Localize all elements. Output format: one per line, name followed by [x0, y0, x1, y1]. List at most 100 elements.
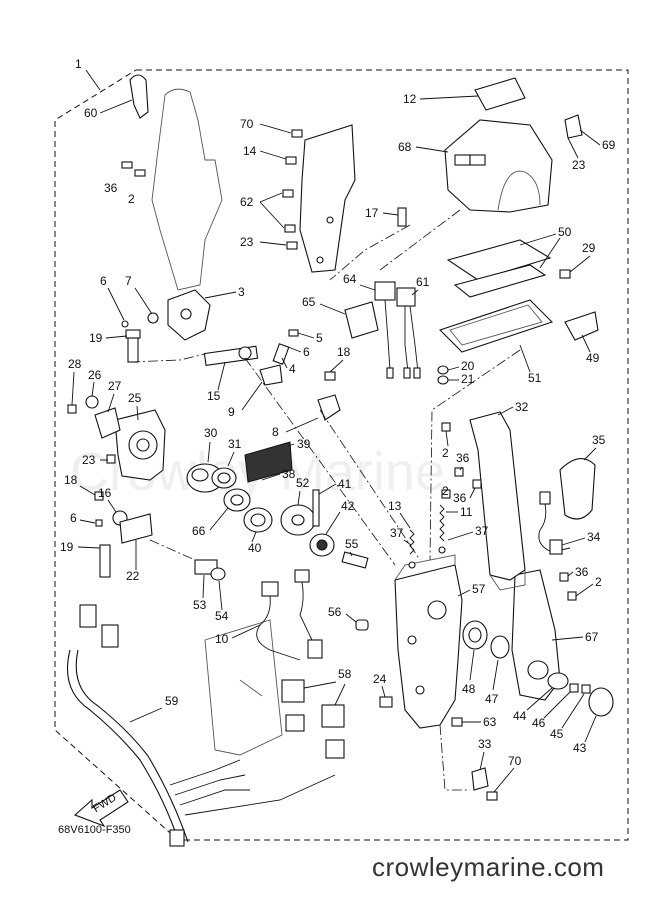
part-12-label	[474, 77, 526, 111]
part-9-cam	[259, 364, 283, 386]
part-7-washer	[147, 312, 159, 324]
part-61-switch	[396, 287, 421, 379]
callout-4: 4	[289, 362, 296, 376]
part-46-nut	[569, 683, 579, 693]
callout-36: 36	[104, 181, 118, 195]
callout-2b: 2	[442, 446, 449, 460]
housing-ghost-upper	[151, 88, 223, 291]
part-69-clip	[564, 114, 583, 139]
fwd-arrow-icon: FWD	[73, 789, 129, 828]
part-22-plate	[119, 513, 153, 544]
part-43-cap	[588, 687, 614, 717]
callout-57: 57	[472, 582, 486, 596]
callout-66: 66	[192, 524, 206, 538]
callout-36d: 36	[575, 565, 589, 579]
part-4-pin	[272, 329, 299, 365]
part-32-lever	[469, 411, 526, 591]
callout-62: 62	[240, 195, 254, 209]
callout-20: 20	[461, 359, 475, 373]
part-15-shaft	[203, 345, 259, 367]
part-41-pin	[312, 489, 320, 527]
part-20-21-fasteners	[437, 365, 449, 385]
center-line-1	[244, 357, 396, 566]
callout-22: 22	[126, 569, 140, 583]
callout-18b: 18	[64, 473, 78, 487]
callout-19b: 19	[60, 540, 74, 554]
center-line-2	[319, 409, 421, 561]
diagram-code: 68V6100-F350	[58, 824, 131, 836]
center-line-5	[429, 349, 521, 561]
callout-37: 37	[390, 526, 404, 540]
callout-24: 24	[373, 672, 387, 686]
part-29-screw	[559, 269, 571, 279]
part-45-screw	[581, 684, 591, 694]
part-28-screw	[67, 404, 77, 414]
part-48-bushing	[462, 620, 488, 650]
callout-32: 32	[515, 400, 529, 414]
part-18-screw	[324, 371, 336, 381]
part-34-trim-wire	[538, 491, 571, 555]
part-24-clip	[379, 696, 393, 708]
callout-23c: 23	[572, 158, 586, 172]
part-10-switch-harness	[256, 569, 323, 661]
callout-19: 19	[89, 331, 103, 345]
part-8-plate	[317, 394, 341, 421]
callout-14: 14	[243, 144, 257, 158]
callout-60: 60	[84, 106, 98, 120]
housing-ghost-lower	[204, 619, 283, 756]
part-68-cover	[444, 119, 553, 213]
callout-67: 67	[585, 630, 599, 644]
part-31-spring	[211, 467, 237, 489]
center-line-6	[439, 724, 470, 791]
callout-6b: 6	[303, 345, 310, 359]
center-line-7	[149, 539, 196, 561]
part-52-washer	[280, 504, 316, 536]
part-53-cam	[194, 559, 218, 575]
callout-70: 70	[240, 117, 254, 131]
callout-68: 68	[398, 140, 412, 154]
small-screws	[94, 422, 577, 601]
part-60-clip	[129, 74, 149, 119]
part-30-knob	[186, 463, 224, 493]
callout-51: 51	[528, 371, 542, 385]
callout-55: 55	[345, 537, 359, 551]
callout-2d: 2	[595, 575, 602, 589]
callout-6c: 6	[70, 511, 77, 525]
callout-17: 17	[365, 206, 379, 220]
callout-45: 45	[550, 727, 564, 741]
callout-21: 21	[461, 372, 475, 386]
part-19-pin	[125, 329, 141, 363]
callout-7: 7	[125, 274, 132, 288]
callout-46: 46	[532, 716, 546, 730]
callout-2c: 2	[442, 484, 449, 498]
part-64-switch	[374, 281, 396, 379]
callout-28: 28	[68, 357, 82, 371]
part-70-screw-lower	[486, 791, 498, 801]
center-line-8	[129, 353, 206, 363]
callout-56: 56	[328, 605, 342, 619]
part-51-gasket	[438, 299, 554, 353]
part-49-bushing	[564, 311, 599, 341]
part-39-spring-stack	[244, 441, 293, 483]
callout-53: 53	[193, 598, 207, 612]
part-63-nut	[451, 717, 463, 727]
callout-31: 31	[228, 437, 242, 451]
part-11-spring	[438, 504, 446, 554]
callout-30: 30	[204, 426, 218, 440]
footer-site-name: crowleymarine.com	[372, 852, 605, 882]
part-6-pin	[121, 320, 129, 328]
callout-27: 27	[108, 379, 122, 393]
part-25-plate	[114, 409, 166, 481]
callout-37b: 37	[475, 524, 489, 538]
part-35-trim-switch	[559, 458, 596, 520]
callout-labels: 1 60 36 2 70 14 62 23 6 7 3 19 5 6 18 4 …	[60, 57, 616, 793]
callout-16: 16	[98, 486, 112, 500]
callout-43: 43	[573, 741, 587, 755]
callout-64: 64	[343, 272, 357, 286]
callout-12: 12	[403, 92, 417, 106]
callout-11: 11	[460, 505, 473, 519]
callout-65: 65	[302, 295, 316, 309]
callout-39: 39	[297, 437, 311, 451]
callout-5: 5	[316, 331, 323, 345]
